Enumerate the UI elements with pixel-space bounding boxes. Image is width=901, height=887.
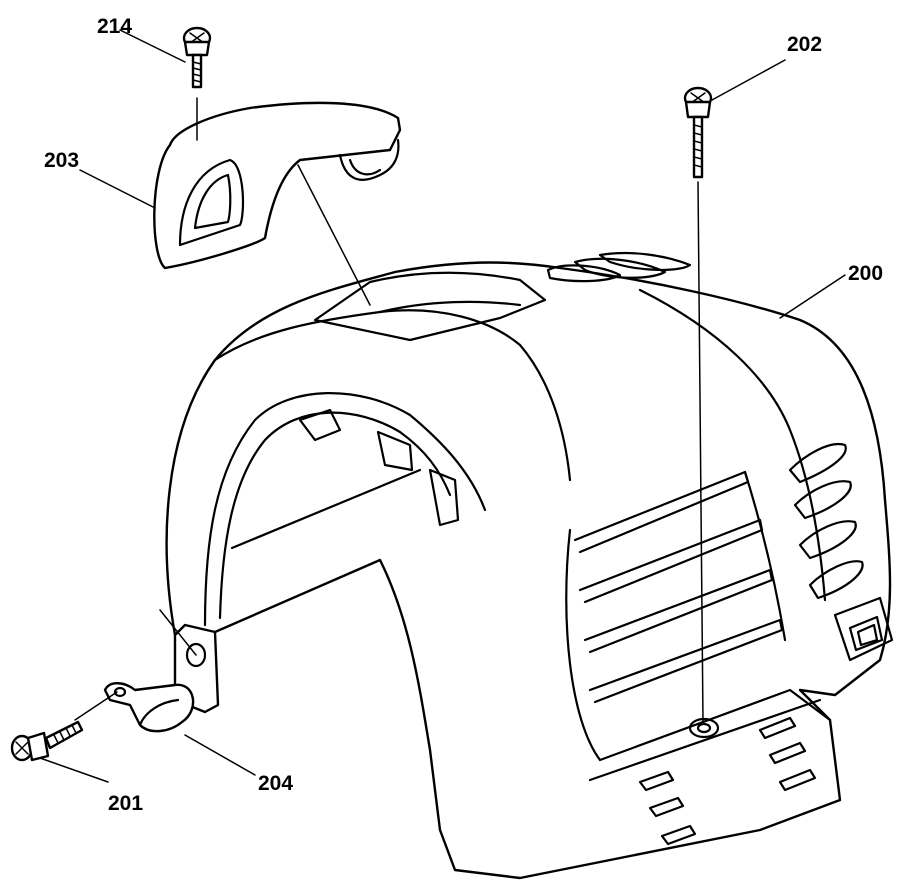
callout-200: 200 [848,262,883,285]
screw-part-214 [182,26,212,89]
top-cap-part-203 [153,101,402,270]
engine-cover-part-200 [165,251,894,880]
callout-labels: 214 203 202 200 201 204 [44,15,883,815]
callout-202: 202 [787,33,822,56]
clamp-part-204 [103,682,195,733]
callout-204: 204 [258,772,293,795]
leader-lines [39,29,846,783]
callout-203: 203 [44,149,79,172]
screw-part-201 [10,720,84,762]
callout-201: 201 [108,792,143,815]
screw-part-202 [683,86,713,179]
callout-214: 214 [97,15,132,38]
